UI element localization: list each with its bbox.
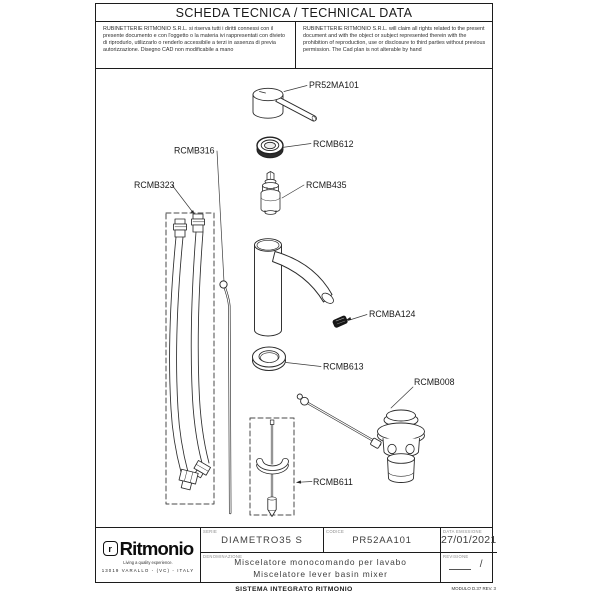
denominazione-line1: Miscelatore monocomando per lavabo bbox=[234, 556, 407, 567]
revisione-cell: REVISIONE / bbox=[441, 553, 497, 582]
denominazione-line2: Miscelatore lever basin mixer bbox=[253, 568, 388, 579]
part-label-rcmb008: RCMB008 bbox=[414, 377, 455, 387]
part-label-rcmb611: RCMB611 bbox=[313, 477, 353, 487]
serie-value: DIAMETRO35 S bbox=[221, 534, 303, 546]
sheet-title: SCHEDA TECNICA / TECHNICAL DATA bbox=[96, 4, 492, 22]
serie-cell: SERIE DIAMETRO35 S bbox=[201, 528, 324, 553]
part-label-rcmb435: RCMB435 bbox=[306, 180, 347, 190]
codice-value: PR52AA101 bbox=[352, 534, 412, 546]
data-emissione-cell: DATA EMISSIONE 27/01/2021 bbox=[441, 528, 497, 553]
mixer-body-drawing bbox=[254, 238, 334, 337]
revisione-label: REVISIONE bbox=[443, 554, 469, 559]
cartridge-drawing bbox=[260, 171, 281, 215]
denominazione-label: DENOMINAZIONE bbox=[203, 554, 243, 559]
data-emissione-label: DATA EMISSIONE bbox=[443, 529, 482, 534]
legal-text-italian: RUBINETTERIE RITMONIO S.R.L. si riserva … bbox=[96, 22, 296, 68]
part-label-pr52ma101: PR52MA101 bbox=[309, 80, 359, 90]
part-label-rcmb323: RCMB323 bbox=[134, 180, 175, 190]
hoses-dashed-box bbox=[165, 212, 215, 505]
legal-text-english: RUBINETTERIE RITMONIO S.R.L. will claim … bbox=[303, 26, 486, 53]
exploded-diagram: PR52MA101 RCMB612 RCMB316 RCMB323 RCMB43… bbox=[96, 69, 492, 527]
base-ring-drawing bbox=[252, 346, 286, 371]
revisione-rule bbox=[449, 569, 471, 570]
codice-label: CODICE bbox=[326, 529, 345, 534]
pull-rod-drawing bbox=[219, 280, 232, 515]
hoses-drawing bbox=[165, 212, 215, 505]
lever-handle-drawing bbox=[252, 87, 317, 122]
part-label-rcmb316: RCMB316 bbox=[174, 146, 215, 156]
leader-lines bbox=[171, 85, 414, 484]
logo-tagline: Living a quality experience. bbox=[123, 559, 173, 565]
codice-cell: CODICE PR52AA101 bbox=[324, 528, 441, 553]
footer-sistema-text: SISTEMA INTEGRATO RITMONIO bbox=[235, 586, 353, 593]
data-emissione-value: 27/01/2021 bbox=[441, 534, 497, 546]
handle-ring-drawing bbox=[256, 136, 284, 159]
part-label-rcmb612: RCMB612 bbox=[313, 139, 354, 149]
ritmonio-logo-icon: r bbox=[102, 541, 118, 556]
denominazione-cell: DENOMINAZIONE Miscelatore monocomando pe… bbox=[201, 553, 441, 582]
part-label-rcmb613: RCMB613 bbox=[323, 362, 364, 372]
logo-cell: r Ritmonio Living a quality experience. … bbox=[96, 528, 201, 582]
logo-address: 13019 VARALLO - (VC) - ITALY bbox=[101, 567, 195, 573]
waste-rod-drawing bbox=[249, 417, 295, 517]
title-block: r Ritmonio Living a quality experience. … bbox=[96, 527, 497, 582]
part-label-rcmba124: RCMBA124 bbox=[369, 309, 416, 319]
serie-label: SERIE bbox=[203, 529, 218, 534]
pop-up-waste-drawing bbox=[296, 393, 425, 483]
revisione-value: / bbox=[479, 559, 483, 570]
legal-notice: RUBINETTERIE RITMONIO S.R.L. si riserva … bbox=[96, 22, 492, 69]
ritmonio-logo-text: Ritmonio bbox=[119, 537, 195, 559]
sheet-frame: SCHEDA TECNICA / TECHNICAL DATA RUBINETT… bbox=[95, 3, 497, 583]
footer-modulo-text: MODULO D.37 REV. 3 bbox=[451, 586, 497, 591]
aerator-drawing bbox=[332, 315, 348, 328]
